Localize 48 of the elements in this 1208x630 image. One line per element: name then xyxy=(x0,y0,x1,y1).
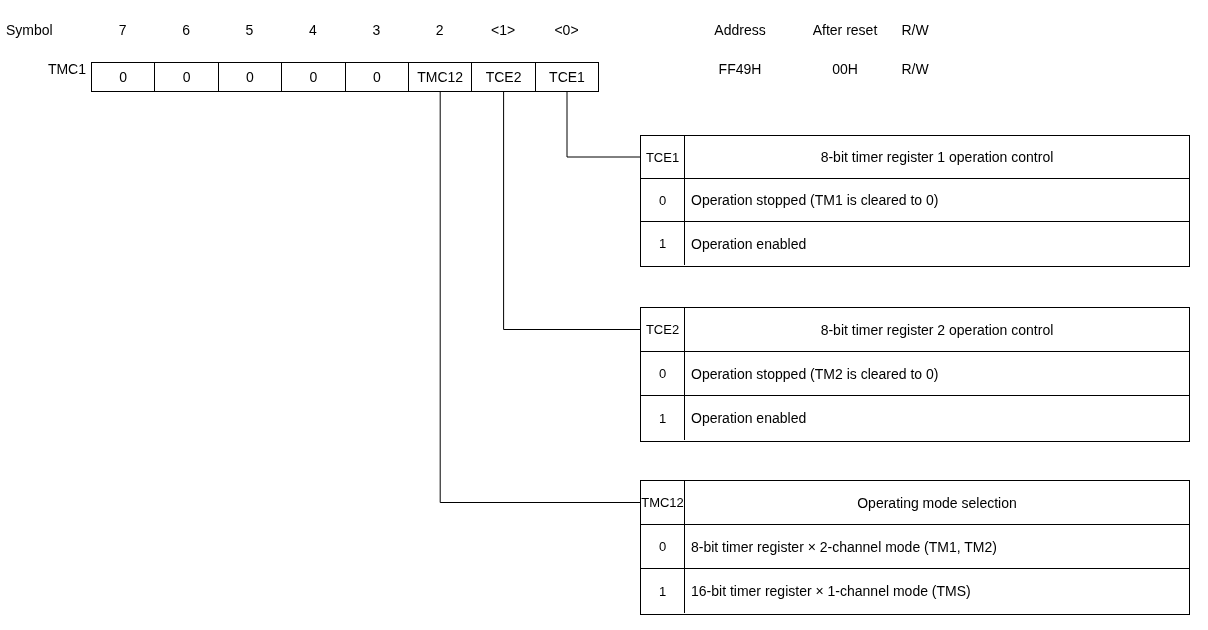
bit-description-table xyxy=(640,307,1190,442)
connector-line xyxy=(439,91,641,503)
register-bit-cell: TMC12 xyxy=(408,62,473,92)
bit-name-cell: TCE1 xyxy=(641,136,685,179)
bit-number: 7 xyxy=(117,22,128,38)
bit-number: 4 xyxy=(308,22,318,38)
bit-number: 6 xyxy=(181,22,191,38)
bit-value-cell: 0 xyxy=(641,179,685,222)
bit-value-cell: 1 xyxy=(641,569,685,613)
register-symbol: TMC1 xyxy=(46,61,86,77)
bit-value-cell: 0 xyxy=(641,352,685,396)
register-bit-cell: TCE2 xyxy=(471,62,536,92)
register-bit-cell: 0 xyxy=(91,62,156,92)
bit-description-table xyxy=(640,480,1190,615)
reset-value: 00H xyxy=(831,61,859,77)
table-heading-cell: 8-bit timer register 1 operation control xyxy=(685,136,1189,179)
bit-value-cell: 0 xyxy=(641,525,685,569)
address-value: FF49H xyxy=(717,61,763,77)
table-heading-cell: 8-bit timer register 2 operation control xyxy=(685,308,1189,352)
bit-number: 5 xyxy=(244,22,255,38)
description-cell: Operation stopped (TM1 is cleared to 0) xyxy=(685,179,1189,222)
register-bit-cell: 0 xyxy=(344,62,409,92)
description-cell-text: Operation enabled xyxy=(690,409,808,428)
register-bit-cell: TCE1 xyxy=(534,62,600,92)
bit-number: <0> xyxy=(553,22,580,38)
description-cell-text: Operation enabled xyxy=(690,234,808,254)
description-cell-text: 16-bit timer register × 1-channel mode (TMS) xyxy=(690,582,972,601)
connector-line xyxy=(503,91,641,330)
bit-name-cell: TCE2 xyxy=(641,308,685,352)
bit-description-table xyxy=(640,135,1190,267)
bit-number: 3 xyxy=(371,22,382,38)
register-bit-cell: 0 xyxy=(281,62,346,92)
bit-number: <1> xyxy=(490,22,517,38)
column-heading: Symbol xyxy=(6,22,54,38)
bit-value-cell: 1 xyxy=(641,222,685,265)
register-bit-cell: 0 xyxy=(217,62,283,92)
column-heading: R/W xyxy=(900,22,930,38)
description-cell: Operation stopped (TM2 is cleared to 0) xyxy=(685,352,1189,396)
description-cell: 8-bit timer register × 2-channel mode (TM1, TM2) xyxy=(685,525,1189,569)
bit-value-cell: 1 xyxy=(641,396,685,440)
table-heading-cell: Operating mode selection xyxy=(685,481,1189,525)
column-heading: After reset xyxy=(811,22,879,38)
register-bit-cell: 0 xyxy=(154,62,219,92)
bit-name-cell: TMC12 xyxy=(641,481,685,525)
column-heading: Address xyxy=(713,22,767,38)
access-value: R/W xyxy=(900,61,930,77)
bit-number: 2 xyxy=(434,22,445,38)
connector-line xyxy=(566,91,641,158)
